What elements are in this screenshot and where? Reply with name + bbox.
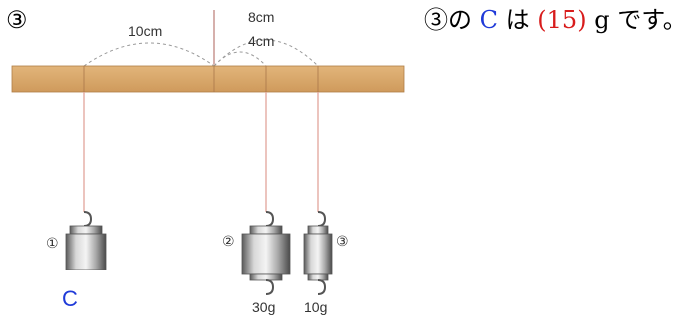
answer-sentence: ③の C は (15) g です。 bbox=[424, 8, 687, 32]
arc-left-10cm bbox=[83, 42, 215, 67]
arc-left-outline bbox=[83, 42, 215, 67]
unknown-weight-label: C bbox=[62, 286, 78, 311]
answer-middle: は bbox=[505, 6, 530, 34]
marker-middle: ② bbox=[222, 234, 235, 250]
answer-value: (15) bbox=[537, 6, 587, 34]
question-number: ③ bbox=[6, 6, 28, 34]
lever-diagram: 10cm 8cm 4cm ① bbox=[11, 9, 405, 315]
lever-bar bbox=[11, 65, 405, 93]
unknown-mask bbox=[62, 270, 108, 290]
label-4cm: 4cm bbox=[248, 33, 274, 49]
arc-outer-outline bbox=[213, 39, 319, 67]
weight-left bbox=[62, 211, 108, 290]
marker-right: ③ bbox=[336, 234, 349, 250]
answer-c-label: C bbox=[479, 6, 499, 34]
mass-right: 10g bbox=[304, 299, 327, 315]
weight-right bbox=[303, 211, 333, 295]
mass-middle: 30g bbox=[252, 299, 275, 315]
label-10cm: 10cm bbox=[128, 23, 162, 39]
weight-middle bbox=[241, 211, 291, 295]
answer-prefix: ③の bbox=[424, 6, 472, 34]
marker-left: ① bbox=[46, 236, 59, 252]
answer-suffix: g です。 bbox=[594, 6, 687, 34]
arc-inner-outline bbox=[213, 51, 267, 67]
label-8cm: 8cm bbox=[248, 9, 274, 25]
lever-diagram-svg: 10cm 8cm 4cm ① bbox=[11, 9, 405, 315]
